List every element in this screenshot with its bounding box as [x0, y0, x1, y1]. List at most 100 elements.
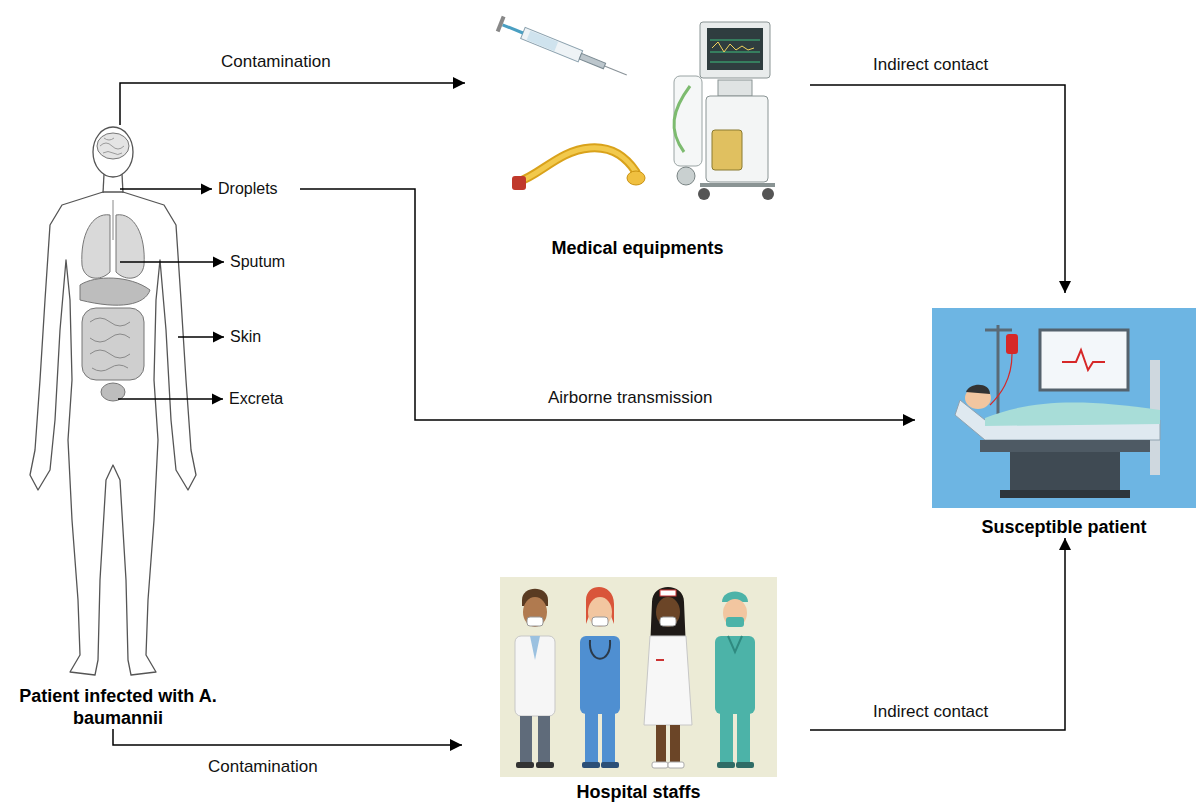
staff-figures: [520, 716, 532, 764]
figure-caption: Susceptible patient: [932, 516, 1196, 538]
staff-figures: [728, 636, 742, 652]
staff-figures: [588, 597, 612, 627]
ventilator: [700, 22, 770, 78]
ventilator: [674, 86, 690, 152]
leader-arrow: [120, 188, 212, 189]
transmission-arrow: [120, 83, 465, 125]
patient-bed: [980, 440, 1150, 452]
staff-figures: [515, 636, 555, 716]
leader-arrow: [120, 261, 224, 262]
edge-label: Indirect contact: [870, 702, 991, 722]
syringe: [496, 16, 630, 83]
catheter: [518, 148, 636, 182]
staff-figures: [538, 716, 550, 764]
ventilator: [706, 96, 768, 182]
spacer: [465, 15, 810, 225]
part-label: Skin: [230, 327, 261, 347]
human-figure: [80, 278, 150, 305]
syringe: [521, 27, 583, 61]
part-label: Droplets: [218, 179, 278, 199]
staff-figures: [585, 712, 598, 764]
staff-figures: [582, 762, 600, 768]
spacer: [915, 293, 1196, 508]
ventilator: [712, 42, 754, 52]
catheter: [518, 148, 636, 182]
ventilator: [718, 80, 752, 96]
patient-bed: [997, 325, 1000, 420]
transmission-arrow: [810, 85, 1065, 293]
transmission-arrow: [335, 189, 915, 420]
syringe: [579, 53, 605, 68]
staff-figures: [660, 617, 676, 626]
leader-arrow: [300, 188, 335, 189]
patient-bed: [1006, 334, 1018, 354]
transmission-arrow: [113, 729, 462, 745]
edge-label: Airborne transmission: [545, 388, 715, 408]
staff-figures: [602, 712, 615, 764]
ventilator: [712, 130, 742, 170]
staff-figures: [736, 762, 754, 768]
syringe: [496, 16, 506, 32]
patient-bed: [1062, 350, 1105, 370]
spacer: [5, 125, 335, 680]
edge-label: Indirect contact: [870, 55, 991, 75]
patient-bed: [985, 329, 1012, 332]
staff-figures: [717, 762, 735, 768]
patient-bed: [932, 308, 1196, 508]
part-label: Excreta: [229, 389, 283, 409]
staff-figures: [523, 597, 547, 627]
figure-node: Hospital staffs: [462, 577, 810, 803]
syringe: [527, 31, 559, 52]
syringe: [605, 66, 627, 75]
staff-figures: [592, 617, 608, 626]
staff-figures: [656, 597, 680, 627]
ventilator: [674, 76, 702, 166]
edge-label: Contamination: [218, 52, 334, 72]
staff-figures: [590, 640, 610, 659]
ventilator: [707, 28, 763, 70]
staff-figures: [737, 712, 750, 764]
staff-figures: [500, 577, 777, 777]
edge-label: Contamination: [205, 757, 321, 777]
human-figure: [116, 215, 144, 278]
human-figure: [90, 318, 130, 371]
human-figure: [93, 127, 133, 177]
staff-figures: [668, 762, 684, 768]
human-figure: [30, 192, 196, 675]
catheter: [512, 148, 645, 190]
staff-figures: [656, 659, 664, 661]
patient-bed: [985, 402, 1160, 426]
staff-figures: [500, 577, 777, 777]
patient-bed: [966, 385, 990, 394]
human-figure: [113, 200, 114, 240]
syringe: [503, 25, 523, 33]
ventilator: [762, 188, 774, 200]
staff-figures: [726, 617, 744, 627]
patient-bed: [990, 354, 1012, 405]
staff-figures: [527, 617, 543, 626]
staff-figures: [660, 590, 676, 596]
human-figure: [82, 308, 144, 380]
figure-caption: Patient infected with A. baumannii: [5, 685, 231, 729]
figure-caption: Hospital staffs: [500, 781, 777, 803]
transmission-arrow: [810, 538, 1065, 730]
human-figure: [100, 138, 124, 155]
figure-node: Patient infected with A. baumannii: [5, 125, 335, 729]
human-figure: [30, 127, 196, 675]
staff-figures: [530, 636, 540, 660]
human-figure: [122, 174, 123, 193]
staff-figures: [670, 725, 680, 763]
staff-figures: [720, 712, 733, 764]
leader-arrow: [118, 398, 223, 399]
patient-bed: [1040, 330, 1128, 390]
figure-node: Susceptible patient: [915, 293, 1196, 538]
ventilator: [698, 188, 710, 200]
ventilator: [710, 40, 760, 62]
part-label: Sputum: [230, 252, 285, 272]
staff-figures: [536, 762, 554, 768]
ventilator: [700, 183, 775, 187]
staff-figures: [516, 762, 534, 768]
catheter: [627, 171, 645, 185]
staff-figures: [580, 636, 620, 714]
